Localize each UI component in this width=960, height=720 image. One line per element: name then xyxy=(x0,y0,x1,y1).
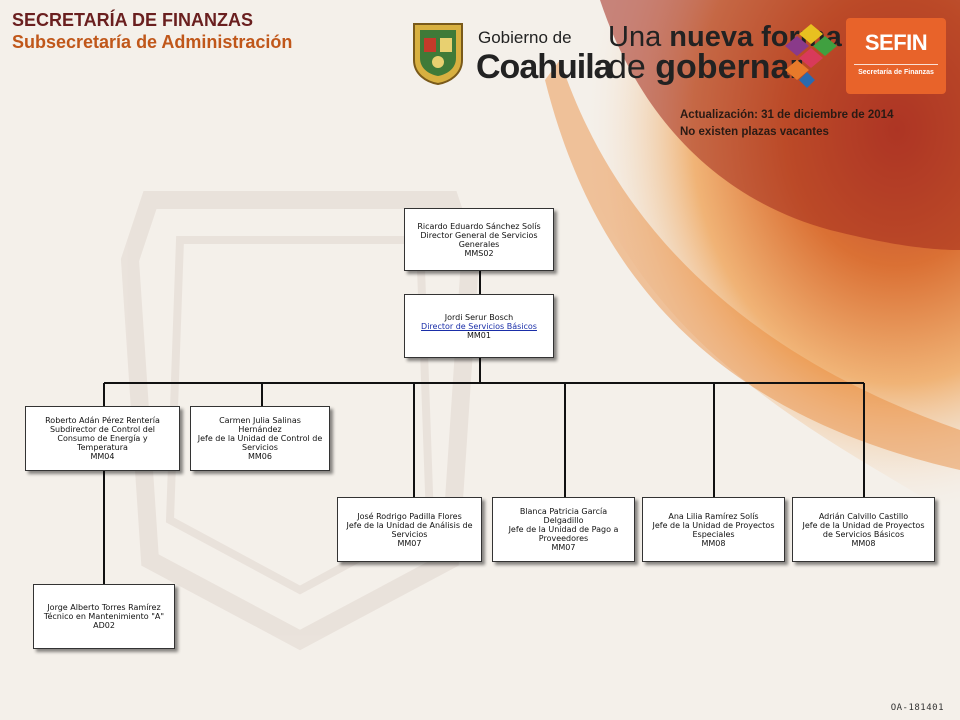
sefin-logo: SEFIN Secretaría de Finanzas xyxy=(846,18,946,94)
person-name: Roberto Adán Pérez Rentería xyxy=(45,416,160,425)
position-title: Jefe de la Unidad de Análisis de Servici… xyxy=(346,520,473,539)
position-code: MM07 xyxy=(397,538,422,548)
document-id: OA-181401 xyxy=(890,703,944,713)
org-box-jefe-proyectos-especiales: Ana Lilia Ramírez Solís Jefe de la Unida… xyxy=(642,497,785,562)
slogan-bold-2: gobernar xyxy=(655,48,803,86)
update-date: Actualización: 31 de diciembre de 2014 xyxy=(680,109,894,121)
org-box-tecnico: Jorge Alberto Torres Ramírez Técnico en … xyxy=(33,584,175,649)
org-box-director-servicios: Jordi Serur Bosch Director de Servicios … xyxy=(404,294,554,358)
position-code: MM08 xyxy=(701,538,726,548)
org-box-jefe-pago: Blanca Patricia García Delgadillo Jefe d… xyxy=(492,497,635,562)
position-title: Técnico en Mantenimiento "A" xyxy=(43,612,165,621)
slogan-line2-prefix: de xyxy=(608,48,656,86)
person-name: José Rodrigo Padilla Flores xyxy=(357,511,462,521)
person-name: Jordi Serur Bosch xyxy=(444,312,514,322)
position-code: MM04 xyxy=(90,452,115,461)
person-name: Ricardo Eduardo Sánchez Solís xyxy=(417,221,541,231)
position-title: Director General de Servicios Generales xyxy=(420,230,538,249)
slogan-kite-icon xyxy=(785,24,837,88)
position-title: Subdirector de Control del Consumo de En… xyxy=(49,425,156,452)
vacancy-note: No existen plazas vacantes xyxy=(680,126,829,138)
position-title: Jefe de la Unidad de Pago a Proveedores xyxy=(508,525,619,543)
sefin-label: SEFIN xyxy=(864,30,928,55)
person-name: Adrián Calvillo Castillo xyxy=(818,511,909,521)
org-box-subdirector: Roberto Adán Pérez Rentería Subdirector … xyxy=(25,406,180,471)
person-name: Ana Lilia Ramírez Solís xyxy=(668,511,759,521)
gobierno-coahuila-logo: Gobierno de Coahuila xyxy=(410,20,613,90)
gobierno-label: Gobierno de xyxy=(478,28,572,47)
position-code: MMS02 xyxy=(464,248,494,258)
org-box-director-general: Ricardo Eduardo Sánchez Solís Director G… xyxy=(404,208,554,271)
sefin-sublabel: Secretaría de Finanzas xyxy=(858,69,934,76)
position-code: MM08 xyxy=(851,538,876,548)
position-code: AD02 xyxy=(93,621,115,630)
position-title: Jefe de la Unidad de Control de Servicio… xyxy=(197,434,323,452)
position-code: MM07 xyxy=(551,543,576,552)
org-box-jefe-analisis: José Rodrigo Padilla Flores Jefe de la U… xyxy=(337,497,482,562)
position-title: Jefe de la Unidad de Proyectos Especiale… xyxy=(652,520,775,539)
position-title-link[interactable]: Director de Servicios Básicos xyxy=(421,321,537,331)
position-code: MM01 xyxy=(467,330,491,340)
org-box-jefe-proyectos-basicos: Adrián Calvillo Castillo Jefe de la Unid… xyxy=(792,497,935,562)
person-name: Carmen Julia Salinas Hernández xyxy=(219,416,301,434)
org-box-jefe-control: Carmen Julia Salinas Hernández Jefe de l… xyxy=(190,406,330,471)
coat-of-arms-icon xyxy=(413,23,463,86)
sefin-divider xyxy=(854,64,938,65)
slogan-prefix: Una xyxy=(608,21,670,53)
page-title: SECRETARÍA DE FINANZAS xyxy=(12,10,254,30)
page-subtitle: Subsecretaría de Administración xyxy=(12,32,293,52)
update-info: Actualización: 31 de diciembre de 2014 N… xyxy=(680,107,893,141)
position-title: Jefe de la Unidad de Proyectos de Servic… xyxy=(802,520,925,539)
coahuila-label: Coahuila xyxy=(476,48,613,86)
person-name: Blanca Patricia García Delgadillo xyxy=(519,507,608,525)
person-name: Jorge Alberto Torres Ramírez xyxy=(47,603,161,612)
slogan: Una nueva forma de gobernar xyxy=(608,21,842,84)
position-code: MM06 xyxy=(248,452,272,461)
